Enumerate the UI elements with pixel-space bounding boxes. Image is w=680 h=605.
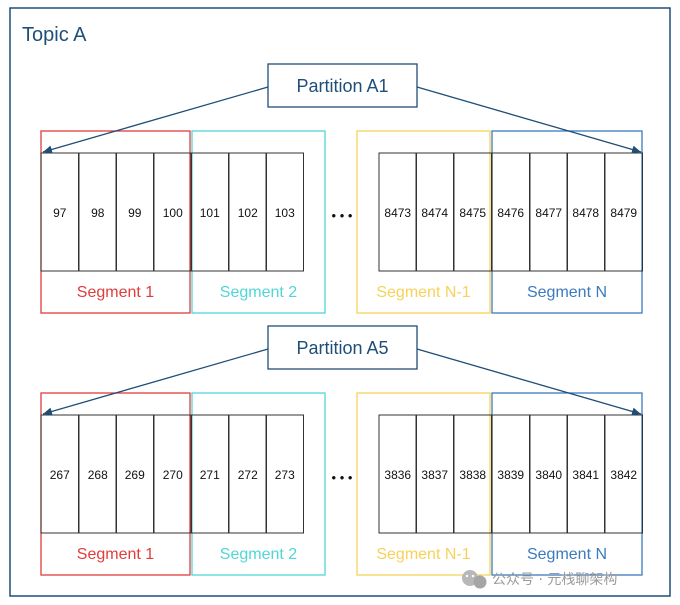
offset-label: 3838: [459, 468, 486, 482]
partition-1: 97 98 99 100 101 102 103 8473 8474 8475 8476 8477 84…: [40, 63, 643, 314]
topic-title: Topic A: [22, 24, 87, 46]
offset-label: 8478: [572, 206, 599, 220]
offset-cell: [604, 414, 643, 534]
offset-label: 8474: [421, 206, 448, 220]
partition-label: Partition A1: [296, 76, 388, 96]
partition-label-box: [267, 325, 418, 370]
offset-label: 99: [128, 206, 142, 220]
offset-label: 271: [200, 468, 220, 482]
offset-label: 8477: [535, 206, 562, 220]
segment-label: Segment 2: [220, 546, 297, 563]
segment-box: [356, 392, 491, 576]
watermark-text: 公众号 · 元栈聊架构: [492, 572, 617, 588]
offset-label: 102: [238, 206, 258, 220]
offset-label: 101: [200, 206, 220, 220]
offset-label: 267: [50, 468, 70, 482]
offset-label: 273: [275, 468, 295, 482]
arrow-left: [42, 348, 269, 416]
watermark: 公众号 · 元栈聊架构: [462, 570, 617, 589]
offset-label: 3840: [535, 468, 562, 482]
partitions-layer: 97 98 99 100 101 102 103 8473 8474 8475 8476 8477 84…: [40, 63, 643, 576]
offset-label: 270: [163, 468, 183, 482]
offset-label: 3839: [497, 468, 524, 482]
segment-label: Segment 2: [220, 284, 297, 301]
offset-label: 98: [91, 206, 105, 220]
offset-label: 97: [53, 206, 67, 220]
offset-label: 100: [163, 206, 183, 220]
offset-label: 8476: [497, 206, 524, 220]
segment-label: Segment N-1: [376, 284, 470, 301]
segment-label: Segment N: [527, 546, 607, 563]
offset-label: 3837: [421, 468, 448, 482]
partition-2: 267 268 269 270 271 272 273 3836 3837 3838 3839 384…: [40, 325, 643, 576]
offset-label: 3842: [610, 468, 637, 482]
offset-label: 103: [275, 206, 295, 220]
offset-label: 268: [88, 468, 108, 482]
segment-label: Segment N: [527, 284, 607, 301]
offset-label: 8473: [384, 206, 411, 220]
offset-label: 8475: [459, 206, 486, 220]
offset-label: 3841: [572, 468, 599, 482]
ellipsis: • • •: [332, 208, 353, 223]
ellipsis: • • •: [332, 470, 353, 485]
partition-label: Partition A5: [296, 338, 388, 358]
offset-cell: [604, 152, 643, 272]
segment-label: Segment 1: [77, 546, 154, 563]
offset-label: 269: [125, 468, 145, 482]
offset-cell: [265, 414, 304, 534]
offset-label: 272: [238, 468, 258, 482]
segment-label: Segment N-1: [376, 546, 470, 563]
offset-cell: [265, 152, 304, 272]
offset-label: 3836: [384, 468, 411, 482]
segment-box: [356, 130, 491, 314]
arrow-left: [42, 86, 269, 154]
segment-label: Segment 1: [77, 284, 154, 301]
wechat-icon: [462, 570, 487, 589]
arrow-right: [416, 348, 642, 416]
partition-label-box: [267, 63, 418, 108]
offset-label: 8479: [610, 206, 637, 220]
arrow-right: [416, 86, 642, 154]
